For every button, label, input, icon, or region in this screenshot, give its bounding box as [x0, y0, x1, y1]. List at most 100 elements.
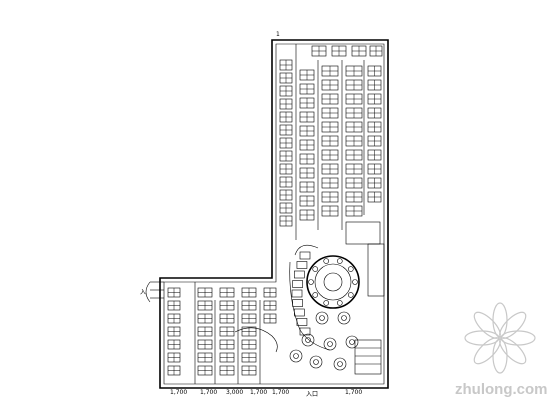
- inner-outline: [163, 43, 385, 385]
- booth-table: [279, 72, 293, 84]
- booth-seating-layer: [167, 45, 383, 376]
- booth-table: [311, 45, 327, 57]
- booth-table: [241, 339, 257, 350]
- rotunda-seat: [336, 300, 343, 306]
- booth-table: [345, 177, 363, 189]
- booth-table: [279, 202, 293, 214]
- round-table: [301, 333, 315, 347]
- booth-table: [367, 149, 382, 161]
- booth-table: [279, 59, 293, 71]
- booth-table: [367, 177, 382, 189]
- booth-table: [321, 191, 339, 203]
- arc-booth: [296, 318, 308, 326]
- booth-table: [299, 125, 315, 137]
- booth-table: [351, 45, 367, 57]
- booth-table: [279, 124, 293, 136]
- rotunda-seat: [312, 292, 319, 298]
- booth-table: [167, 339, 181, 350]
- dimension-label: 1,700: [250, 389, 267, 396]
- booth-table: [197, 352, 213, 363]
- dimension-label: 3,000: [226, 389, 243, 396]
- top-mark: 1: [276, 31, 280, 38]
- round-table: [309, 355, 323, 369]
- booth-table: [299, 83, 315, 95]
- booth-table: [219, 365, 235, 376]
- round-table-layer: [289, 258, 359, 371]
- booth-table: [299, 195, 315, 207]
- booth-table: [345, 65, 363, 77]
- booth-table: [321, 121, 339, 133]
- building-outline: [159, 39, 389, 389]
- dimension-label: 1,700: [200, 389, 217, 396]
- booth-table: [345, 93, 363, 105]
- booth-table: [279, 137, 293, 149]
- rotunda-seat: [308, 279, 314, 285]
- booth-table: [241, 365, 257, 376]
- booth-table: [299, 97, 315, 109]
- booth-table: [367, 93, 382, 105]
- booth-table: [321, 93, 339, 105]
- rotunda-seat: [347, 266, 354, 272]
- booth-table: [167, 313, 181, 324]
- rotunda-seat: [336, 258, 343, 264]
- booth-table: [345, 107, 363, 119]
- round-table: [315, 311, 329, 325]
- booth-table: [279, 85, 293, 97]
- booth-table: [197, 339, 213, 350]
- booth-table: [219, 352, 235, 363]
- booth-table: [345, 135, 363, 147]
- booth-table: [279, 189, 293, 201]
- arc-booth: [294, 308, 305, 317]
- watermark-text: zhulong.com: [455, 381, 548, 398]
- booth-table: [345, 121, 363, 133]
- arc-booth: [292, 280, 303, 288]
- booth-table: [321, 107, 339, 119]
- zhulong-logo-icon: [464, 302, 536, 374]
- booth-table: [321, 149, 339, 161]
- booth-table: [167, 300, 181, 311]
- booth-table: [279, 111, 293, 123]
- curved-partition: [234, 327, 278, 353]
- round-table: [337, 311, 351, 325]
- rotunda-seat: [323, 258, 330, 264]
- booth-table: [367, 135, 382, 147]
- dimension-label: 1,700: [272, 389, 289, 396]
- round-table: [345, 335, 359, 349]
- booth-table: [367, 79, 382, 91]
- booth-table: [369, 45, 383, 57]
- booth-table: [367, 107, 382, 119]
- booth-table: [299, 69, 315, 81]
- rotunda-seat: [352, 279, 358, 285]
- booth-table: [279, 176, 293, 188]
- round-table: [333, 357, 347, 371]
- booth-table: [241, 300, 257, 311]
- booth-table: [197, 313, 213, 324]
- booth-table: [279, 150, 293, 162]
- booth-table: [345, 191, 363, 203]
- booth-table: [299, 181, 315, 193]
- booth-table: [367, 65, 382, 77]
- booth-table: [263, 313, 277, 324]
- arc-booth: [292, 299, 303, 307]
- curved-seating: [234, 251, 311, 353]
- booth-table: [367, 163, 382, 175]
- rotunda-seat: [312, 266, 319, 272]
- booth-table: [345, 79, 363, 91]
- side-mark: 入: [140, 289, 146, 296]
- booth-table: [197, 287, 213, 298]
- booth-table: [321, 65, 339, 77]
- service-room: [367, 243, 385, 297]
- booth-table: [345, 149, 363, 161]
- booth-table: [167, 326, 181, 337]
- booth-table: [219, 287, 235, 298]
- booth-table: [331, 45, 347, 57]
- central-rotunda: [289, 244, 360, 351]
- booth-table: [219, 300, 235, 311]
- booth-table: [167, 365, 181, 376]
- booth-table: [279, 98, 293, 110]
- booth-table: [167, 352, 181, 363]
- arc-booth: [294, 270, 305, 279]
- round-table: [289, 349, 303, 363]
- booth-table: [345, 163, 363, 175]
